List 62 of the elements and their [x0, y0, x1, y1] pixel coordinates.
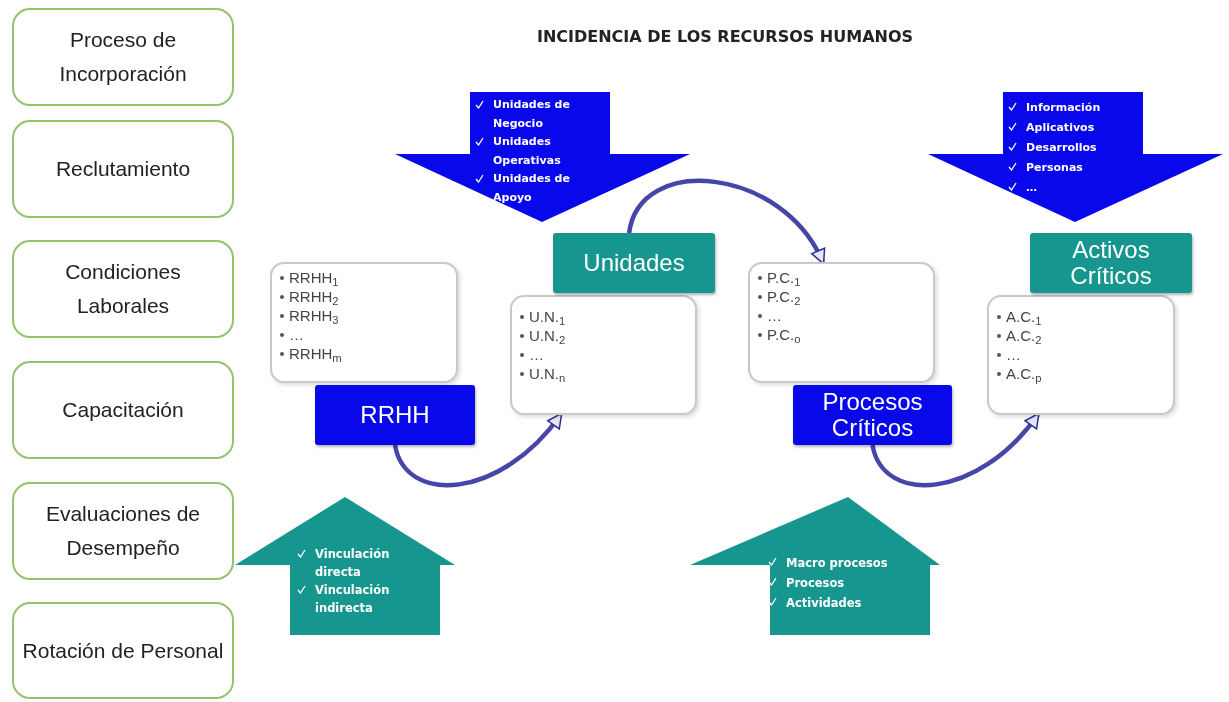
category-label: Unidades — [583, 250, 685, 276]
curved-arrow — [626, 178, 825, 265]
stage-label: Proceso de Incorporación — [58, 27, 188, 87]
list-card — [510, 295, 697, 415]
list-item: P.C.$_{o}$ — [767, 325, 801, 344]
list-item: A.C.$_{p}$ — [1006, 364, 1042, 383]
stage-label: Evaluaciones de Desempeño — [44, 501, 202, 561]
stage-label: Condiciones Laborales — [64, 259, 182, 319]
check-item: Procesos — [786, 575, 845, 592]
list-item: U.N.$_{2}$ — [529, 326, 566, 345]
stage-box — [12, 361, 234, 459]
down-block-arrow — [395, 92, 690, 222]
stage-box — [12, 240, 234, 338]
check-item: Aplicativos — [1026, 120, 1095, 136]
list-item: A.C.$_{1}$ — [1006, 307, 1042, 326]
category-box — [1030, 233, 1192, 293]
check-item: Macro procesos — [786, 555, 888, 572]
check-item: Vinculación directa — [315, 546, 391, 581]
category-label: Procesos Críticos — [821, 389, 924, 441]
down-block-arrow — [928, 92, 1223, 222]
stage-box — [12, 482, 234, 580]
check-item: Personas — [1026, 160, 1083, 176]
up-block-arrow — [235, 497, 455, 635]
list-card — [987, 295, 1175, 415]
check-item: Unidades de Apoyo — [493, 171, 571, 206]
diagram-title: INCIDENCIA DE LOS RECURSOS HUMANOS — [535, 26, 915, 48]
stage-label: Rotación de Personal — [22, 637, 224, 664]
check-item: Actividades — [786, 595, 862, 612]
list-item: RRHH$_{3}$ — [289, 306, 339, 325]
list-item: A.C.$_{2}$ — [1006, 326, 1042, 345]
list-item: … — [1006, 345, 1021, 364]
check-item: Desarrollos — [1026, 140, 1097, 156]
category-box — [793, 385, 952, 445]
check-item: Información — [1026, 100, 1101, 116]
list-card — [748, 262, 935, 383]
list-item: U.N.$_{n}$ — [529, 364, 566, 383]
curved-arrow — [870, 412, 1040, 488]
list-item: … — [767, 306, 782, 325]
category-box — [553, 233, 715, 293]
category-label: RRHH — [360, 402, 430, 428]
list-item: RRHH$_{1}$ — [289, 268, 339, 287]
stage-box — [12, 120, 234, 218]
category-box — [315, 385, 475, 445]
list-card — [270, 262, 458, 383]
stage-box — [12, 602, 234, 699]
category-label: Activos Críticos — [1069, 237, 1153, 289]
list-item: P.C.$_{2}$ — [767, 287, 801, 306]
stage-box — [12, 8, 234, 106]
check-item: … — [1026, 180, 1037, 196]
check-item: Unidades de Negocio — [493, 97, 571, 132]
stage-label: Reclutamiento — [55, 156, 191, 182]
curved-arrow — [392, 412, 563, 488]
stage-label: Capacitación — [62, 397, 184, 423]
up-block-arrow — [690, 497, 940, 635]
check-item: Unidades Operativas — [493, 134, 562, 169]
list-item: RRHH$_{2}$ — [289, 287, 339, 306]
list-item: U.N.$_{1}$ — [529, 307, 566, 326]
list-item: … — [529, 345, 544, 364]
list-item: RRHH$_{m}$ — [289, 344, 342, 363]
list-item: … — [289, 325, 304, 344]
list-item: P.C.$_{1}$ — [767, 268, 801, 287]
check-item: Vinculación indirecta — [315, 582, 391, 617]
